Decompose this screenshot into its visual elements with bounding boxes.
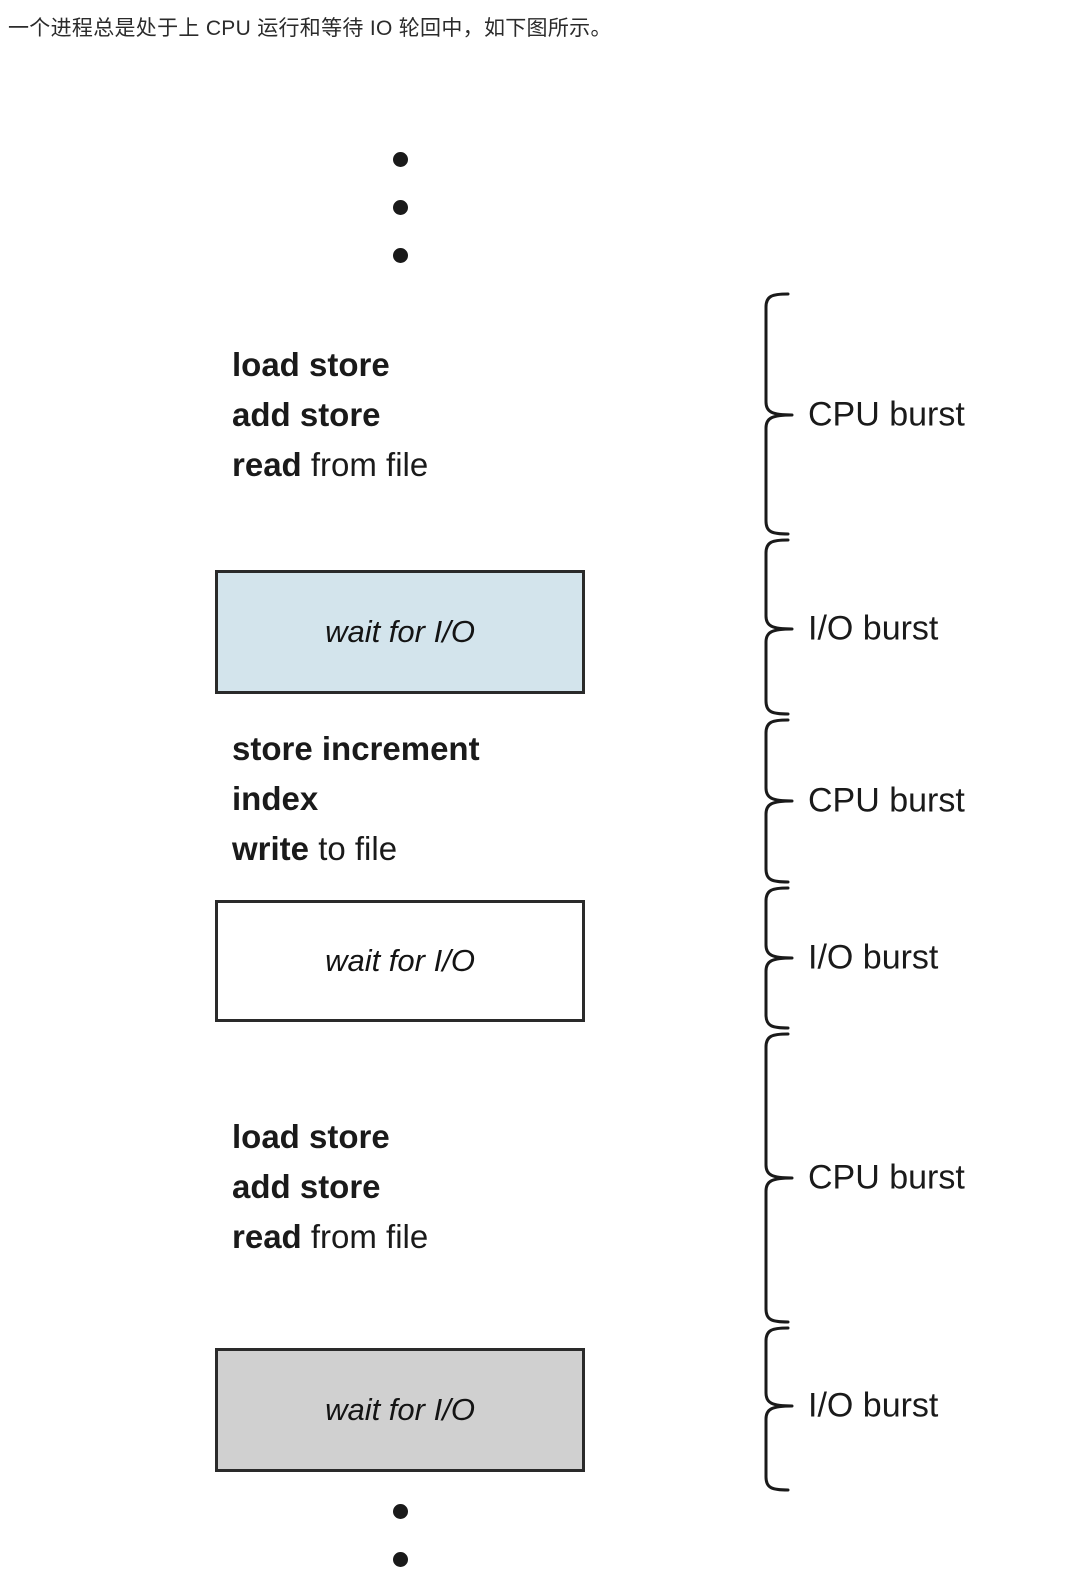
instruction-line: add store <box>232 1162 428 1212</box>
instruction-block-cpu-burst-2: store increment index write to file <box>232 724 480 874</box>
ellipsis-dot <box>392 1552 408 1567</box>
instruction-block-cpu-burst-3: load store add store read from file <box>232 1112 428 1262</box>
ellipsis-dot <box>392 248 408 263</box>
vertical-ellipsis-bottom-icon <box>380 1504 420 1567</box>
curly-brace-icon <box>764 1032 794 1324</box>
instruction-keyword: index <box>232 780 319 817</box>
curly-brace-icon <box>764 292 794 536</box>
io-box-1: wait for I/O <box>215 570 585 694</box>
curly-brace-icon <box>764 886 794 1030</box>
brace-burst-4 <box>752 886 796 1030</box>
burst-label-burst-1: CPU burst <box>808 395 965 434</box>
instruction-keyword: add store <box>232 396 381 433</box>
instruction-line: add store <box>232 390 428 440</box>
instruction-line: index <box>232 774 480 824</box>
curly-brace-icon <box>764 1326 794 1492</box>
io-box-label: wait for I/O <box>325 943 475 978</box>
burst-label-burst-3: CPU burst <box>808 781 965 820</box>
instruction-line: store increment <box>232 724 480 774</box>
burst-label-burst-4: I/O burst <box>808 938 939 977</box>
instruction-keyword: read <box>232 446 302 483</box>
io-box-3: wait for I/O <box>215 1348 585 1472</box>
instruction-operand: to file <box>309 830 398 867</box>
instruction-keyword: load store <box>232 346 390 383</box>
instruction-keyword: read <box>232 1218 302 1255</box>
brace-burst-5 <box>752 1032 796 1324</box>
brace-burst-3 <box>752 718 796 884</box>
ellipsis-dot <box>392 200 408 215</box>
instruction-operand: from file <box>301 446 429 483</box>
burst-label-burst-6: I/O burst <box>808 1386 939 1425</box>
instruction-line: load store <box>232 340 428 390</box>
instruction-operand: from file <box>301 1218 429 1255</box>
ellipsis-dot <box>392 152 408 167</box>
instruction-keyword: add store <box>232 1168 381 1205</box>
io-box-label: wait for I/O <box>325 614 475 649</box>
instruction-block-cpu-burst-1: load store add store read from file <box>232 340 428 490</box>
brace-burst-2 <box>752 538 796 716</box>
brace-burst-6 <box>752 1326 796 1492</box>
burst-label-burst-5: CPU burst <box>808 1158 965 1197</box>
curly-brace-icon <box>764 718 794 884</box>
instruction-line: read from file <box>232 440 428 490</box>
instruction-line: read from file <box>232 1212 428 1262</box>
page-caption: 一个进程总是处于上 CPU 运行和等待 IO 轮回中，如下图所示。 <box>8 17 612 40</box>
io-box-2: wait for I/O <box>215 900 585 1022</box>
instruction-keyword: write <box>232 830 310 867</box>
instruction-keyword: load store <box>232 1118 390 1155</box>
brace-burst-1 <box>752 292 796 536</box>
curly-brace-icon <box>764 538 794 716</box>
io-box-label: wait for I/O <box>325 1392 475 1427</box>
vertical-ellipsis-top-icon <box>380 152 420 263</box>
instruction-line: write to file <box>232 824 480 874</box>
ellipsis-dot <box>392 1504 408 1519</box>
instruction-keyword: store increment <box>232 730 480 767</box>
burst-label-burst-2: I/O burst <box>808 609 939 648</box>
instruction-line: load store <box>232 1112 428 1162</box>
